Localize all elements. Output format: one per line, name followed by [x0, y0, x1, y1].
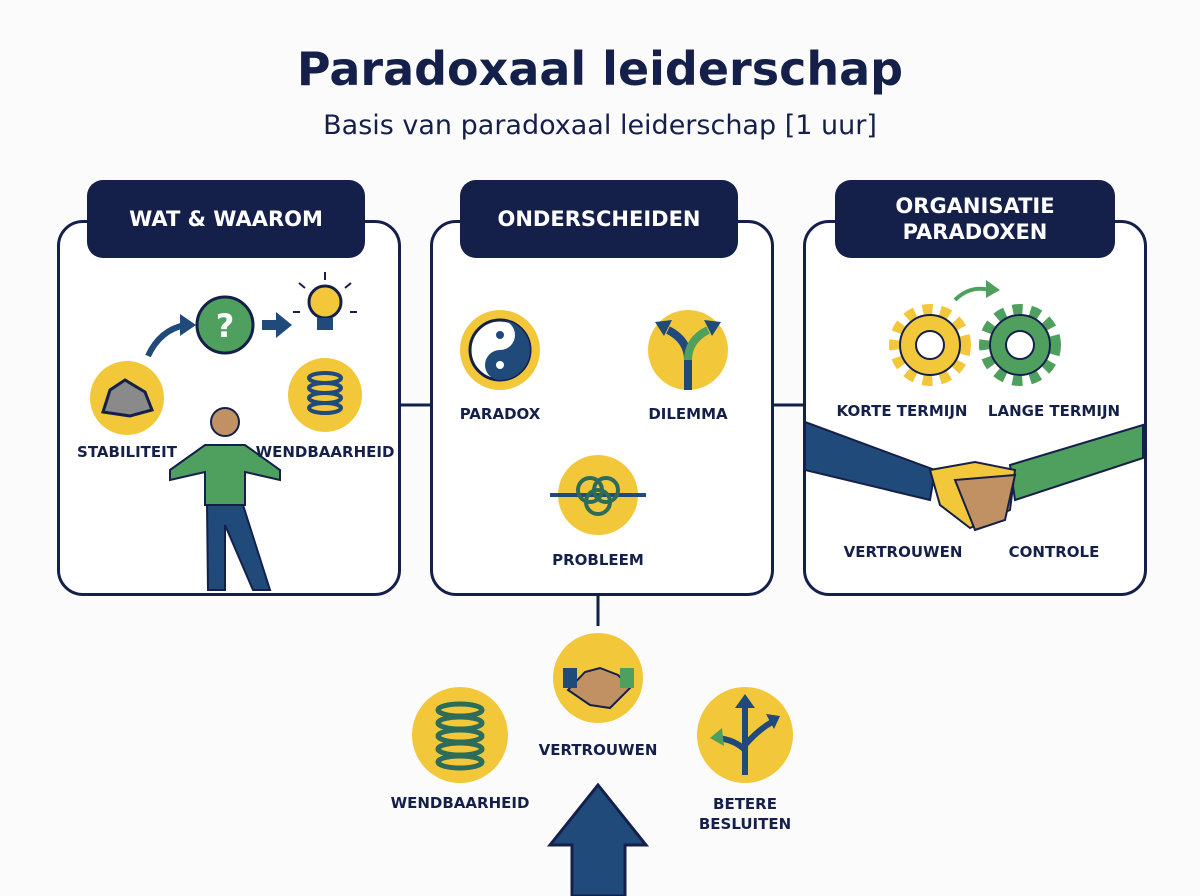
label-vertrouwen: VERTROUWEN — [843, 543, 963, 561]
outcome-wendbaarheid: WENDBAARHEID — [390, 794, 530, 812]
label-dilemma: DILEMMA — [648, 405, 728, 423]
rotate-arrow-icon — [953, 280, 1000, 302]
heading-line-2: PARADOXEN — [902, 220, 1048, 244]
yin-yang-icon — [460, 310, 540, 390]
page-subtitle: Basis van paradoxaal leiderschap [1 uur] — [323, 110, 877, 141]
decision-arrows-icon — [697, 687, 793, 783]
heading-line-1: ORGANISATIE — [895, 193, 1055, 218]
panel-heading-onderscheiden: ONDERSCHEIDEN — [460, 180, 738, 258]
split-path-icon — [648, 310, 728, 390]
knot-icon — [550, 455, 646, 535]
label-probleem: PROBLEEM — [552, 551, 644, 569]
label-paradox: PARADOX — [459, 405, 541, 423]
handshake-icon — [804, 420, 1144, 532]
panel-heading-organisatie-paradoxen: ORGANISATIE PARADOXEN — [835, 180, 1115, 258]
person-icon — [169, 407, 281, 591]
svg-text:?: ? — [216, 307, 235, 345]
label-stabiliteit: STABILITEIT — [77, 443, 177, 461]
outcome-vertrouwen: VERTROUWEN — [538, 741, 658, 759]
right-arrow-icon — [262, 312, 292, 338]
outcome-line-1: BETERE — [713, 795, 777, 813]
curved-arrow-icon — [145, 314, 196, 358]
label-wendbaarheid: WENDBAARHEID — [255, 443, 395, 461]
big-up-arrow-icon — [546, 782, 650, 896]
handshake-small-icon — [553, 633, 643, 723]
outcome-betere-besluiten: BETERE BESLUITEN — [665, 794, 825, 834]
spring-icon — [288, 358, 362, 432]
lightbulb-icon — [293, 272, 357, 330]
label-lange-termijn: LANGE TERMIJN — [987, 402, 1121, 420]
question-icon: ? — [195, 295, 255, 355]
rock-icon — [90, 361, 164, 435]
label-controle: CONTROLE — [1008, 543, 1100, 561]
label-korte-termijn: KORTE TERMIJN — [836, 402, 968, 420]
gear-green-icon — [979, 304, 1061, 386]
page-title: Paradoxaal leiderschap — [296, 42, 904, 96]
panel-organisatie-paradoxen — [803, 220, 1147, 596]
outcome-line-2: BESLUITEN — [698, 815, 792, 833]
spring-large-icon — [412, 687, 508, 783]
panel-heading-wat-waarom: WAT & WAAROM — [87, 180, 365, 258]
gear-yellow-icon — [889, 304, 971, 386]
